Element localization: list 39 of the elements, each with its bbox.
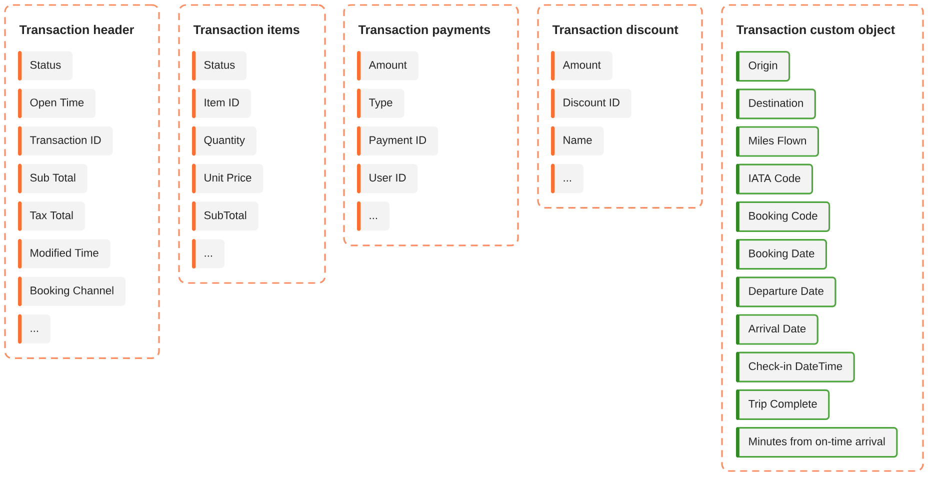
panel-title: Transaction custom object [736,24,895,37]
field-chip: Sub Total [18,164,88,194]
field-chip: Status [192,51,247,81]
field-chip: Open Time [18,88,96,118]
field-chip: ... [18,314,50,344]
field-chip: Discount ID [551,88,632,118]
field-chip: Minutes from on-time arrival [736,427,898,458]
field-chip: Amount [551,51,612,81]
panel-title: Transaction items [193,24,300,34]
panel-title: Transaction header [19,24,134,34]
field-chip: Booking Channel [18,276,126,306]
field-chip: ... [551,164,584,194]
field-chip: Item ID [192,88,251,118]
field-chip: User ID [357,164,418,194]
field-chip: Miles Flown [736,126,819,157]
field-chip: SubTotal [192,201,258,231]
panel-title: Transaction payments [358,24,490,37]
field-chip: Modified Time [18,239,110,269]
field-chip: Booking Code [736,201,830,232]
field-chip: Unit Price [192,164,264,194]
field-chip: Destination [736,88,816,120]
field-chip: Amount [357,51,418,81]
field-chip: Origin [736,51,790,82]
field-chip: Type [357,88,404,118]
field-chip: Transaction ID [18,126,113,156]
field-chip: Quantity [192,126,256,156]
field-chip: ... [192,239,224,269]
field-chip: Trip Complete [736,389,830,420]
field-chip: Check-in DateTime [736,352,855,382]
panel-title: Transaction discount [552,24,678,34]
field-chip: Booking Date [736,239,828,270]
field-chip: ... [357,201,390,231]
field-chip: Status [18,51,73,81]
field-chip: Arrival Date [736,314,818,345]
field-chip: IATA Code [736,164,814,194]
field-chip: Tax Total [18,201,85,231]
field-chip: Departure Date [736,276,836,308]
field-chip: Name [551,126,604,156]
field-chip: Payment ID [357,126,438,156]
